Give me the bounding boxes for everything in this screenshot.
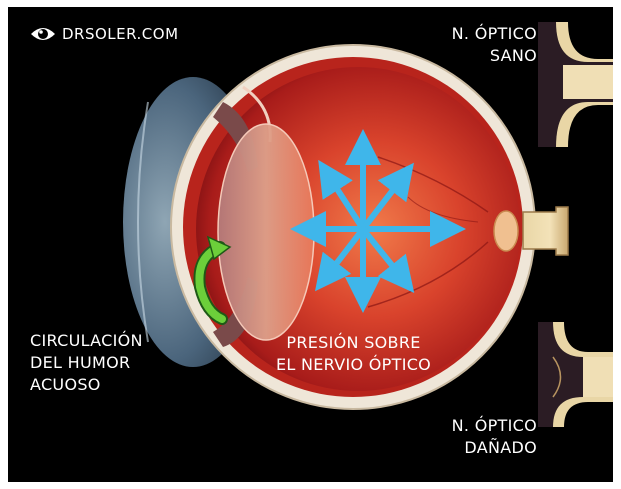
label-line: SANO: [452, 45, 537, 67]
healthy-nerve-section: [538, 22, 613, 147]
label-line: N. ÓPTICO: [452, 415, 537, 437]
diagram-frame: DRSOLER.COM N. ÓPTICO SANO N. ÓPTICO DAÑ…: [8, 7, 613, 482]
damaged-nerve-section: [538, 322, 613, 427]
label-damaged-optic-nerve: N. ÓPTICO DAÑADO: [452, 415, 537, 459]
label-healthy-optic-nerve: N. ÓPTICO SANO: [452, 23, 537, 67]
label-aqueous-humor-circulation: CIRCULACIÓN DEL HUMOR ACUOSO: [30, 330, 143, 396]
eye-cross-section-illustration: [8, 7, 613, 482]
label-line: N. ÓPTICO: [452, 23, 537, 45]
eye-logo-icon: [30, 24, 56, 44]
brand-logo: DRSOLER.COM: [30, 24, 179, 44]
optic-nerve: [494, 207, 568, 255]
brand-name: DRSOLER.COM: [62, 25, 179, 43]
label-line: PRESIÓN SOBRE: [276, 332, 431, 354]
lens: [218, 124, 314, 340]
label-line: CIRCULACIÓN: [30, 330, 143, 352]
label-line: ACUOSO: [30, 374, 143, 396]
label-line: DAÑADO: [452, 437, 537, 459]
label-pressure-on-optic-nerve: PRESIÓN SOBRE EL NERVIO ÓPTICO: [276, 332, 431, 376]
label-line: DEL HUMOR: [30, 352, 143, 374]
label-line: EL NERVIO ÓPTICO: [276, 354, 431, 376]
